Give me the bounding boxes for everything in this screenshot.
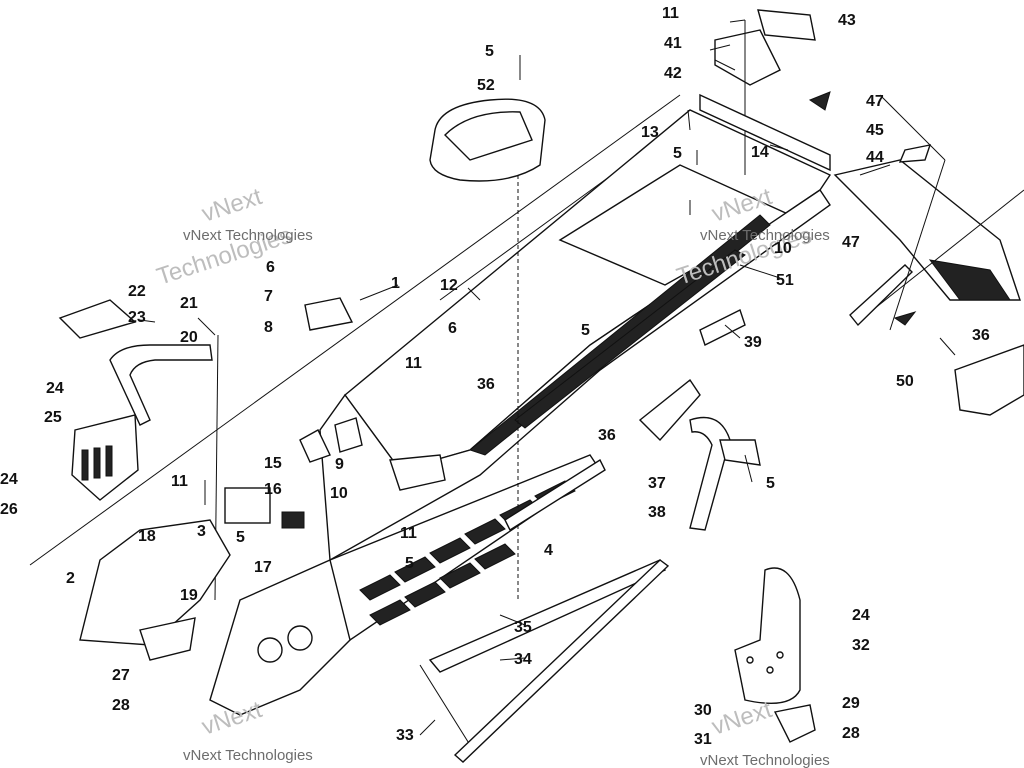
footrest-left-20-26 xyxy=(58,299,219,601)
callout-10-b: 10 xyxy=(774,240,792,257)
callout-36-a: 36 xyxy=(477,376,495,393)
callout-32: 32 xyxy=(852,637,870,654)
callout-36-b: 36 xyxy=(598,427,616,444)
callout-4: 4 xyxy=(544,542,553,559)
front-bracket-2-18 xyxy=(79,519,231,661)
callout-5-b: 5 xyxy=(673,145,682,162)
callout-5-c: 5 xyxy=(581,322,590,339)
callout-12: 12 xyxy=(440,277,458,294)
callout-28-a: 28 xyxy=(112,697,130,714)
callout-1: 1 xyxy=(391,275,400,292)
tail-bracket-42-43 xyxy=(714,9,816,175)
callout-21: 21 xyxy=(180,295,198,312)
callout-47-b: 47 xyxy=(842,234,860,251)
callout-52: 52 xyxy=(477,77,495,94)
callout-11-a: 11 xyxy=(662,5,679,22)
callout-5-e: 5 xyxy=(236,529,245,546)
callout-39: 39 xyxy=(744,334,762,351)
callout-10-a: 10 xyxy=(330,485,348,502)
callout-11-c: 11 xyxy=(171,473,188,490)
rear-bumper-14 xyxy=(699,93,831,172)
side-bracket-37-38 xyxy=(638,309,761,531)
callout-labels: 1 2 3 4 5 5 5 5 5 5 6 6 7 8 9 10 10 11 1… xyxy=(0,5,990,748)
callout-37: 37 xyxy=(648,475,666,492)
callout-6-b: 6 xyxy=(448,320,457,337)
watermark-brand-4: vNext xyxy=(709,696,776,741)
callout-44: 44 xyxy=(866,149,884,166)
callout-50: 50 xyxy=(896,373,914,390)
callout-11-d: 11 xyxy=(400,525,417,542)
callout-15: 15 xyxy=(264,455,282,472)
callout-9: 9 xyxy=(335,456,344,473)
footrest-right-24-32 xyxy=(734,567,816,743)
callout-18: 18 xyxy=(138,528,156,545)
callout-5-f: 5 xyxy=(405,555,414,572)
callout-14: 14 xyxy=(751,144,769,161)
brackets-8-9-10 xyxy=(299,297,446,491)
callout-2: 2 xyxy=(66,570,75,587)
callout-38: 38 xyxy=(648,504,666,521)
callout-30: 30 xyxy=(694,702,712,719)
rail-tube-34 xyxy=(453,458,670,763)
callout-3: 3 xyxy=(197,523,206,540)
callout-19: 19 xyxy=(180,587,198,604)
callout-17: 17 xyxy=(254,559,272,576)
callout-29: 29 xyxy=(842,695,860,712)
callout-24-b: 24 xyxy=(0,471,18,488)
callout-42: 42 xyxy=(664,65,682,82)
callout-28-b: 28 xyxy=(842,725,860,742)
callout-11-b: 11 xyxy=(405,355,422,372)
control-module-16 xyxy=(224,487,305,529)
callout-7: 7 xyxy=(264,288,273,305)
callout-24-c: 24 xyxy=(852,607,870,624)
callout-24-a: 24 xyxy=(46,380,64,397)
leader-lines xyxy=(139,19,956,736)
callout-41: 41 xyxy=(664,35,682,52)
watermark-company-3: vNext Technologies xyxy=(183,747,313,764)
watermark-company-4: vNext Technologies xyxy=(700,752,830,768)
callout-22: 22 xyxy=(128,283,146,300)
callout-51: 51 xyxy=(776,272,794,289)
callout-6-a: 6 xyxy=(266,259,275,276)
callout-27: 27 xyxy=(112,667,130,684)
callout-33: 33 xyxy=(396,727,414,744)
watermark-company-1: vNext Technologies xyxy=(183,227,313,244)
seat-part-52 xyxy=(429,98,546,600)
callout-26: 26 xyxy=(0,501,18,518)
callout-23: 23 xyxy=(128,309,146,326)
watermark-company-2: vNext Technologies xyxy=(700,227,830,244)
rear-flap-assembly xyxy=(808,91,1024,331)
callout-13: 13 xyxy=(641,124,659,141)
callout-34: 34 xyxy=(514,651,532,668)
callout-43: 43 xyxy=(838,12,856,29)
callout-45: 45 xyxy=(866,122,884,139)
callout-16: 16 xyxy=(264,481,282,498)
callout-25: 25 xyxy=(44,409,62,426)
watermark-brand-1: vNext xyxy=(199,183,266,228)
callout-36-c: 36 xyxy=(972,327,990,344)
callout-47-a: 47 xyxy=(866,93,884,110)
callout-8: 8 xyxy=(264,319,273,336)
callout-5-d: 5 xyxy=(766,475,775,492)
callout-5-a: 5 xyxy=(485,43,494,60)
callout-20: 20 xyxy=(180,329,198,346)
hitch-part-50 xyxy=(954,344,1024,416)
callout-35: 35 xyxy=(514,619,532,636)
callout-31: 31 xyxy=(694,731,712,748)
